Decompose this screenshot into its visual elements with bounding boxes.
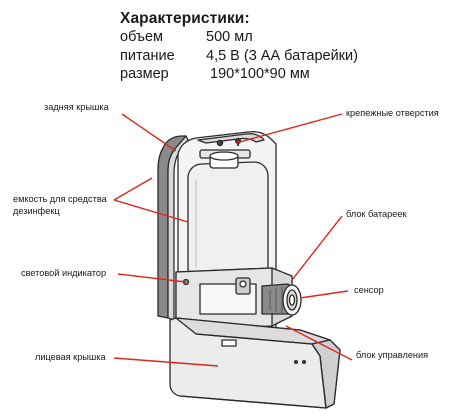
spec-key: размер (120, 66, 169, 82)
spec-row-volume: объем 500 мл (120, 29, 253, 48)
callout-indicator: световой индикатор (21, 268, 107, 278)
spec-row-size: размер 190*100*90 мм (120, 66, 310, 85)
callout-container-line2: дезинфекц (13, 206, 60, 216)
specs-block: Характеристики: объем 500 мл питание 4,5… (120, 10, 358, 85)
callout-container-line1: емкость для средства (13, 194, 107, 204)
specs-title: Характеристики: (120, 10, 250, 27)
callout-battery-block: блок батареек (346, 209, 407, 219)
callout-sensor: сенсор (354, 285, 384, 295)
callout-control-block: блок управления (356, 350, 429, 360)
spec-value: 190*100*90 мм (210, 66, 310, 82)
callout-mount-holes: крепежные отверстия (346, 108, 439, 118)
spec-value: 500 мл (206, 29, 253, 45)
container-shape (187, 151, 269, 283)
spec-value: 4,5 В (3 АА батарейки) (206, 47, 358, 64)
callout-lines (113, 113, 353, 367)
spec-key: объем (120, 29, 163, 45)
sensor-shape (261, 283, 302, 316)
spec-key: питание (120, 47, 175, 64)
callout-back-cover: задняя крышка (44, 102, 109, 112)
spec-row-power: питание 4,5 В (3 АА батарейки) (120, 47, 358, 67)
front-cover-shape (169, 317, 341, 409)
back-cover-shape (157, 135, 189, 321)
callout-front-cover: лицевая крышка (35, 352, 106, 362)
